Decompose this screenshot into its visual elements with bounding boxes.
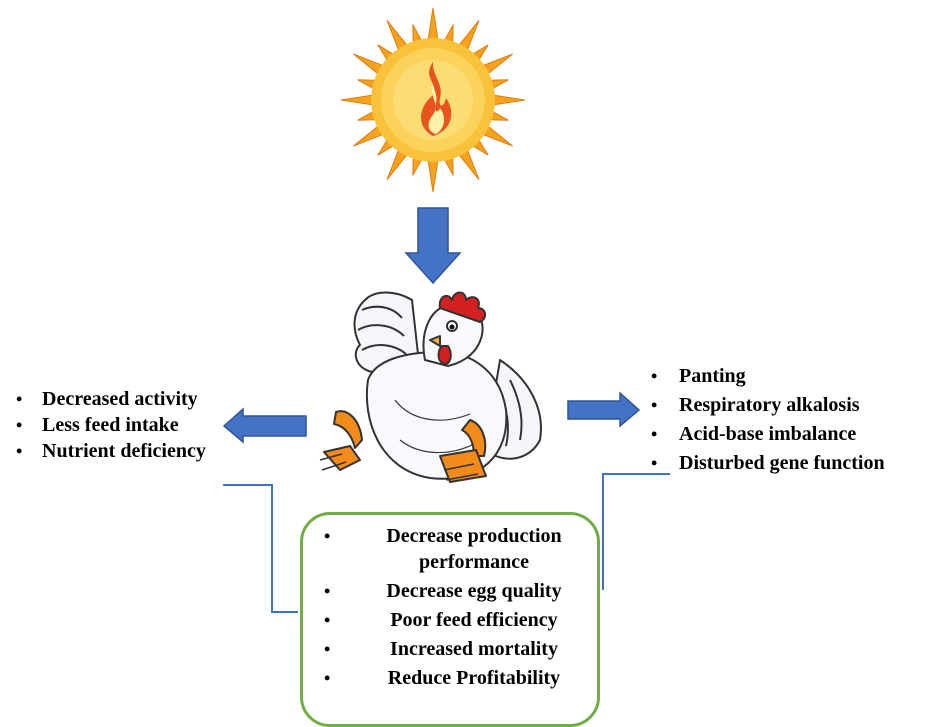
right-arrow	[568, 393, 639, 426]
down-arrow	[406, 208, 460, 283]
right-effect-item: Acid-base imbalance	[645, 420, 885, 449]
sun-icon	[341, 8, 525, 192]
consequence-item: Decrease egg quality	[318, 577, 598, 606]
consequences-list: Decrease production performance Decrease…	[318, 523, 598, 693]
left-effect-item: Less feed intake	[10, 412, 206, 438]
left-effect-item: Nutrient deficiency	[10, 438, 206, 464]
left-effects-list: Decreased activity Less feed intake Nutr…	[10, 386, 206, 464]
right-effect-item: Disturbed gene function	[645, 449, 885, 478]
right-effect-item: Panting	[645, 362, 885, 391]
left-effect-item: Decreased activity	[10, 386, 206, 412]
left-connector	[223, 485, 298, 612]
right-connector	[603, 474, 670, 590]
right-effects-list: Panting Respiratory alkalosis Acid-base …	[645, 362, 885, 478]
consequence-item: Increased mortality	[318, 635, 598, 664]
left-arrow	[224, 409, 306, 442]
consequence-item: Decrease production performance	[318, 523, 598, 577]
hen-icon	[320, 293, 541, 483]
consequence-item: Poor feed efficiency	[318, 606, 598, 635]
consequence-item: Reduce Profitability	[318, 664, 598, 693]
right-effect-item: Respiratory alkalosis	[645, 391, 885, 420]
